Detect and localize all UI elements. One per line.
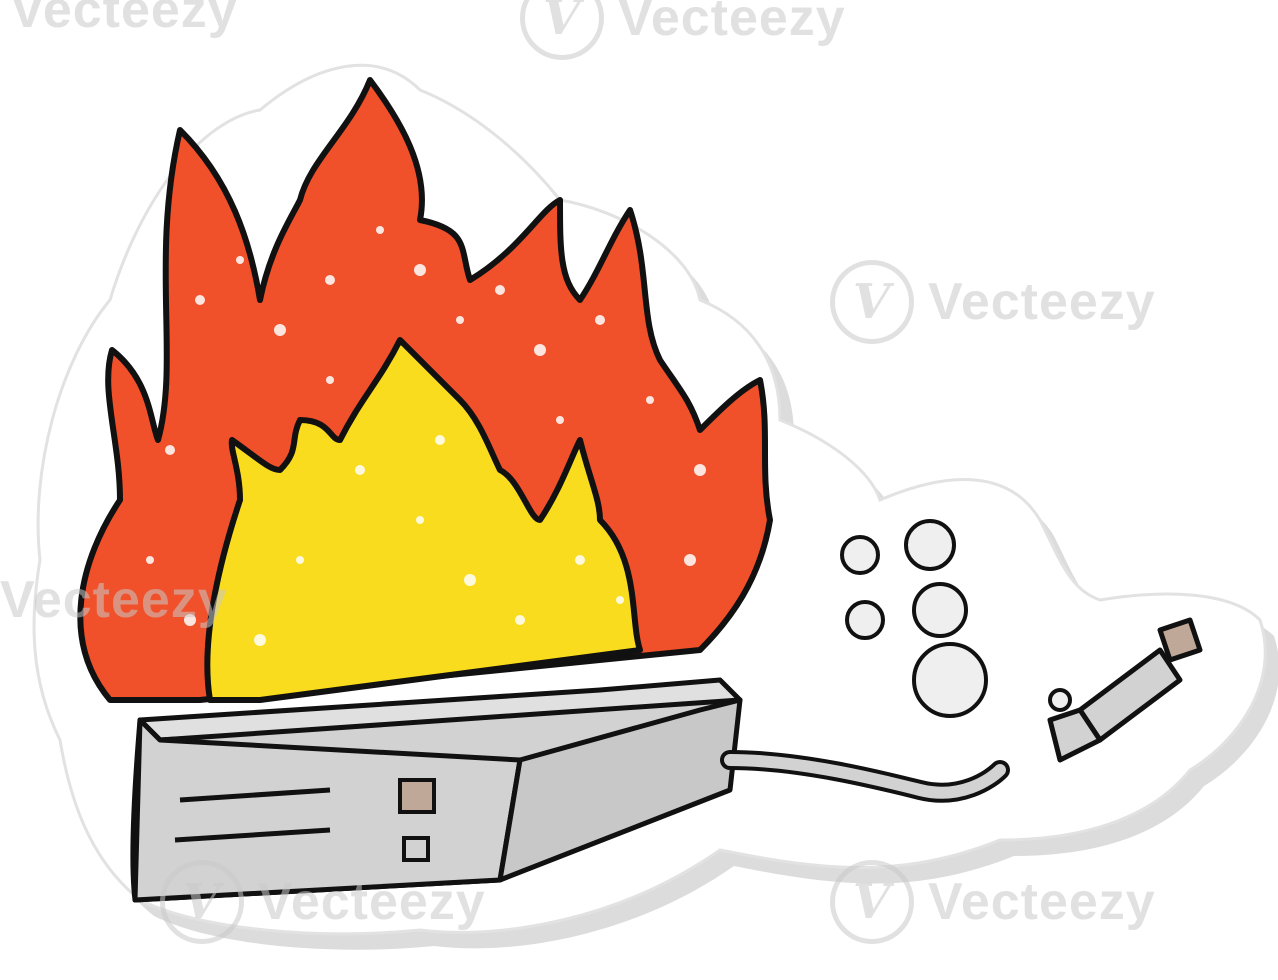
smoke-puffs: [840, 519, 1072, 718]
usb-plug-tip: [1157, 617, 1203, 663]
drive-side: [497, 697, 743, 883]
usb-plug-neck: [1047, 707, 1103, 763]
drive-slot-bottom: [174, 827, 331, 843]
drive-small-button: [402, 836, 430, 862]
distressed-texture: [146, 226, 706, 646]
drive-slot-top: [179, 787, 331, 803]
drive-indicator-button: [398, 778, 436, 814]
usb-cable-fill: [724, 754, 1006, 799]
